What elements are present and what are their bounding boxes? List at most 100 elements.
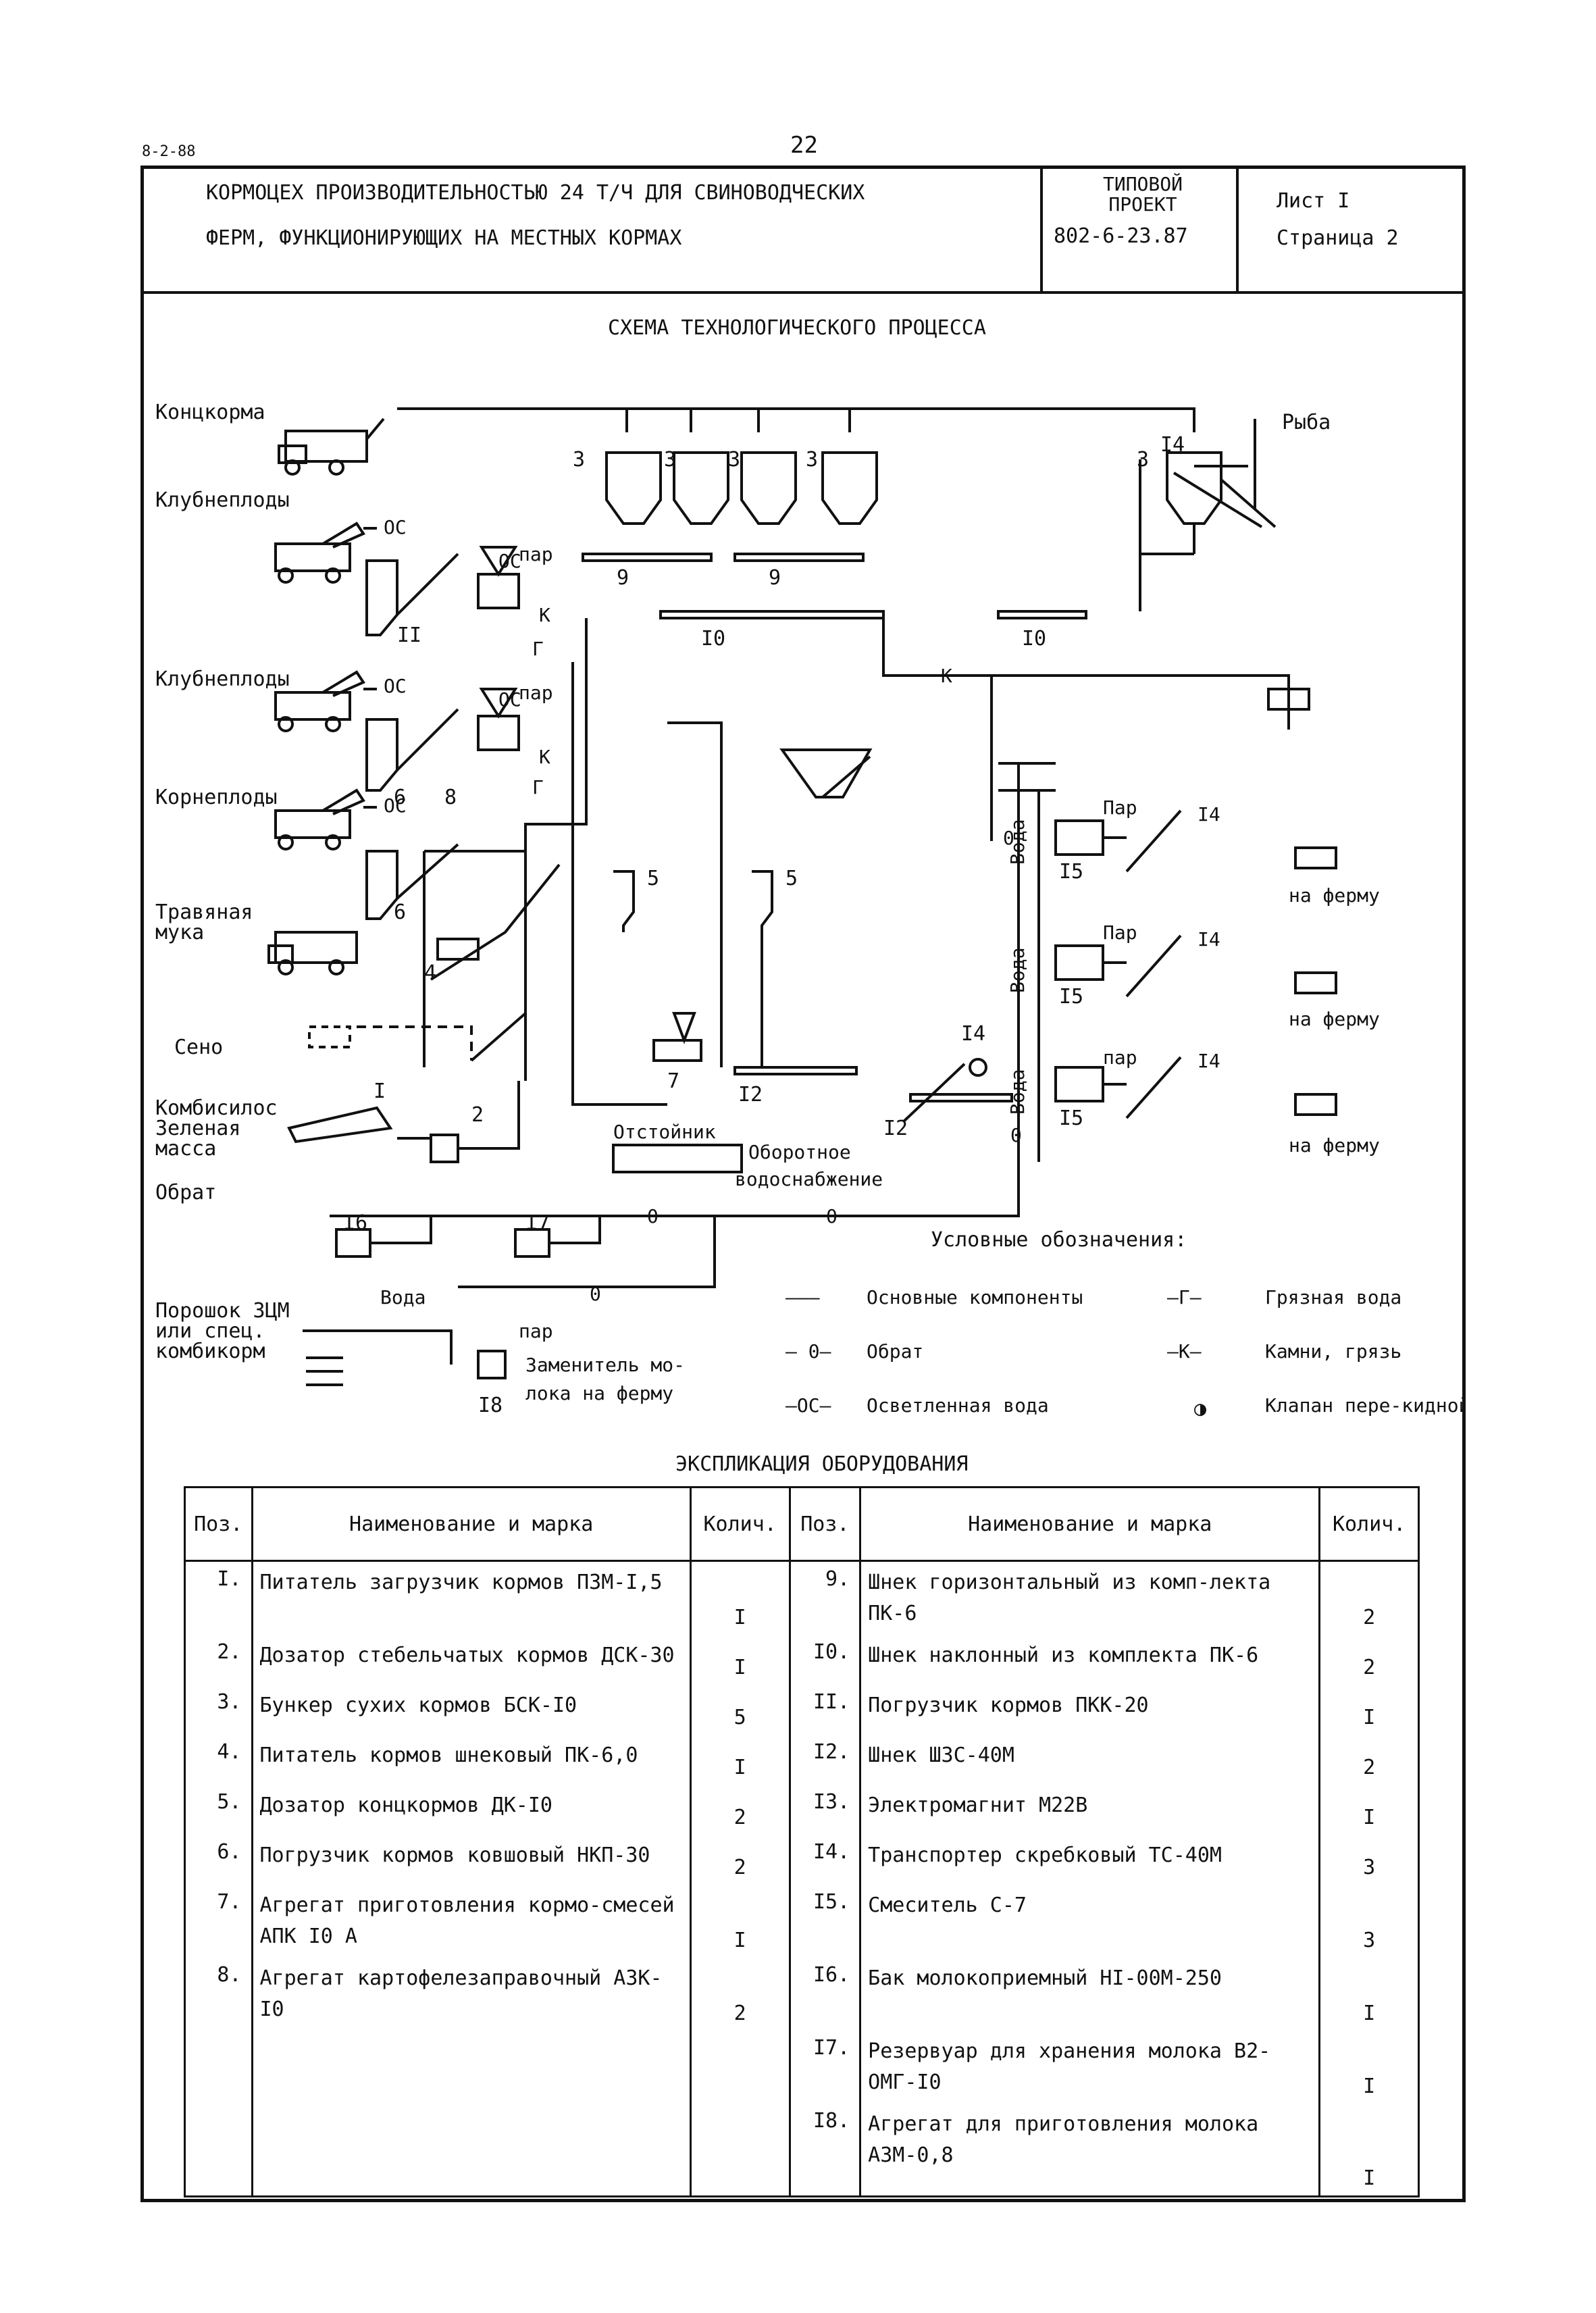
label-14: I4 [961,1022,985,1046]
cell-pos [184,2104,253,2197]
cell-qty: 2 [1318,1560,1420,1635]
valve-legend-icon: ◑ [1194,1397,1206,1421]
screw-9 [733,553,865,562]
cell-qty: I [689,1635,791,1685]
label-steam: Пар [1103,921,1137,944]
label-17: I7 [525,1211,550,1235]
cell-pos [184,2031,253,2104]
project-type-line2: ПРОЕКТ [1108,193,1177,215]
input-concentrates: Концкорма [155,401,265,424]
sack-stack-icon [306,1356,343,1386]
label-steam: пар [519,1320,553,1342]
label-steam: пар [1103,1046,1137,1069]
screw-12 [909,1093,1013,1102]
col-pos: Поз. [788,1486,862,1562]
cell-pos: 8. [184,1958,253,2031]
scheme-title: СХЕМА ТЕХНОЛОГИЧЕСКОГО ПРОЦЕССА [608,316,986,340]
cell-name: Дозатор концкормов ДК-I0 [251,1785,692,1835]
project-code: 802-6-23.87 [1054,224,1188,248]
label-settler: Отстойник [613,1121,716,1143]
input-silage-2: Зеленая [155,1117,240,1140]
legend-text: Грязная вода [1265,1286,1401,1308]
cell-qty: 3 [1318,1835,1420,1885]
cell-name: Бак молокоприемный НI-00М-250 [859,1958,1321,2031]
bunker-3 [605,451,1222,525]
legend-text: Основные компоненты [867,1286,1083,1308]
label-os: ОС [498,550,521,572]
hopper [779,748,873,798]
project-type-line1: ТИПОВОЙ [1102,173,1183,195]
input-roots: Корнеплоды [155,786,278,809]
label-3: 3 [664,448,676,472]
input-fish: Рыба [1282,411,1331,434]
label-7: 7 [667,1069,679,1093]
table-row: I. Питатель загрузчик кормов ПЗМ-I,5 I 9… [184,1560,1420,1635]
screw-10 [997,610,1087,619]
screw-9 [582,553,713,562]
document-title-line2: ФЕРМ, ФУНКЦИОНИРУЮЩИХ НА МЕСТНЫХ КОРМАХ [206,226,682,250]
label-k: К [941,665,952,687]
label-recycled-water: Оборотное [748,1141,851,1163]
cell-name: Резервуар для хранения молока В2-ОМГ-I0 [859,2031,1321,2104]
doser-2 [430,1134,459,1163]
doser-5 [752,870,773,1067]
legend-symbol: —К— [1167,1340,1202,1363]
hay-trolley-icon [308,1025,351,1048]
hopper-6 [365,850,398,920]
screw-10 [659,610,885,619]
cell-name: Агрегат картофелезаправочный АЗК-I0 [251,1958,692,2031]
cell-qty [689,2031,791,2104]
col-name: Наименование и марка [859,1486,1321,1562]
label-18: I8 [478,1394,503,1417]
label-os: ОС [384,675,407,697]
cell-qty: 2 [689,1835,791,1885]
cell-name: Питатель кормов шнековый ПК-6,0 [251,1735,692,1785]
label-milk-replacer: лока на ферму [525,1382,673,1404]
legend-text: Клапан пере-кидной [1265,1394,1464,1417]
label-14: I4 [1160,433,1185,457]
legend-text: Осветленная вода [867,1394,1049,1417]
cell-qty: I [689,1885,791,1958]
legend-text: Камни, грязь [1265,1340,1401,1363]
cell-qty: I [1318,1958,1420,2031]
label-g: Г [532,638,544,660]
legend-title: Условные обозначения: [931,1228,1187,1252]
label-15: I5 [1059,1107,1083,1130]
label-1: I [374,1079,386,1103]
drawing-frame [140,166,1466,2202]
cell-qty: I [1318,1685,1420,1735]
table-row: I7. Резервуар для хранения молока В2-ОМГ… [184,2031,1420,2104]
cell-pos: 5. [184,1785,253,1835]
table-row: 7. Агрегат приготовления кормо-смесей АП… [184,1885,1420,1958]
input-powder-2: или спец. [155,1319,265,1343]
truck-icon [267,931,358,975]
label-water: Вода [1006,1069,1029,1115]
cell-pos: 6. [184,1835,253,1885]
cell-name: Бункер сухих кормов БСК-I0 [251,1685,692,1735]
cell-name: Дозатор стебельчатых кормов ДСК-30 [251,1635,692,1685]
label-3: 3 [573,448,585,472]
cell-name: Питатель загрузчик кормов ПЗМ-I,5 [251,1560,692,1635]
label-k: К [539,746,550,768]
label-5: 5 [647,867,659,890]
milk-unit-18 [477,1350,507,1379]
cell-qty: 2 [1318,1635,1420,1685]
project-type: ТИПОВОЙ ПРОЕКТ [1089,174,1197,215]
feeder-4 [436,938,480,961]
table-row: 4. Питатель кормов шнековый ПК-6,0 I I2.… [184,1735,1420,1785]
truck-icon [278,417,385,476]
label-to-farm: на ферму [1289,1134,1380,1156]
cell-qty: I [1318,2031,1420,2104]
cell-pos: 9. [788,1560,862,1635]
cell-name: Электромагнит М22В [859,1785,1321,1835]
input-grass-meal-1: Травяная [155,900,253,924]
cell-pos: I4. [788,1835,862,1885]
label-12: I2 [738,1083,763,1107]
label-3: 3 [1137,448,1149,472]
input-silage-1: Комбисилос [155,1096,278,1120]
label-zero: 0 [647,1205,659,1227]
cell-pos: 4. [184,1735,253,1785]
explication-title: ЭКСПЛИКАЦИЯ ОБОРУДОВАНИЯ [675,1452,969,1476]
cell-name [251,2104,692,2197]
potato-unit-8 [477,688,520,751]
